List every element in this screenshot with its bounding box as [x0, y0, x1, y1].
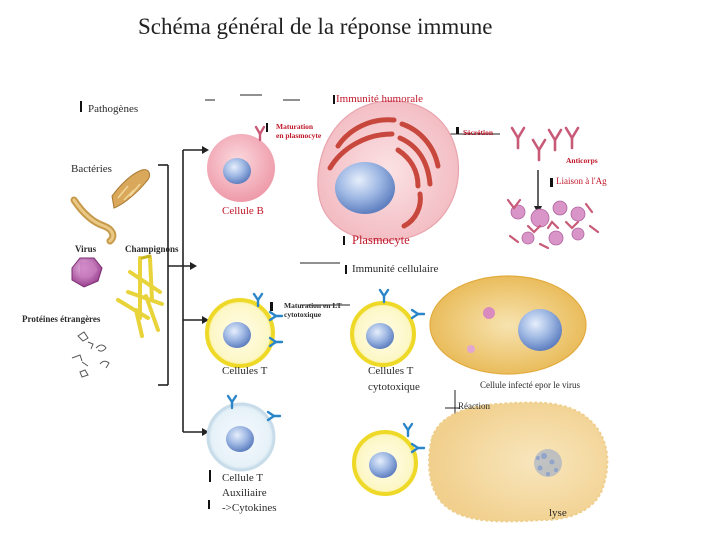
label-humoral-immunity: Immunité humorale — [336, 93, 424, 105]
label-b-cell: Cellule B — [222, 205, 264, 217]
t-cell-receptors — [252, 292, 284, 348]
label-helper-3: ->Cytokines — [222, 502, 277, 514]
label-reaction: Réaction — [458, 401, 490, 411]
label-t-cells: Cellules T — [222, 365, 268, 377]
plasmocyte — [317, 100, 460, 242]
cytotoxic-t-cell — [350, 301, 416, 367]
label-maturation-plasmocyte-1: Maturation — [276, 122, 314, 131]
t-cell — [205, 298, 275, 368]
b-cell — [207, 134, 275, 202]
label-antigen-binding: Liaison à l'Ag — [556, 176, 607, 186]
label-cytotoxic-2: cytotoxique — [368, 381, 420, 393]
b-cell-antibody — [254, 125, 266, 142]
label-fungi: Champignons — [125, 244, 179, 254]
cytotoxic-t-receptors — [378, 288, 426, 320]
label-foreign-proteins: Protéines étrangères — [22, 314, 101, 324]
label-markers — [80, 95, 553, 509]
label-maturation-plasmocyte-2: en plasmocyte — [276, 131, 322, 140]
label-infected-cell: Cellule infecté epor le virus — [480, 380, 580, 390]
cytotoxic-t-2-receptors — [402, 422, 426, 454]
diagram-title: Schéma général de la réponse immune — [138, 14, 493, 39]
label-plasmocyte: Plasmocyte — [352, 233, 410, 247]
label-cytotoxic-1: Cellules T — [368, 365, 414, 377]
bacteria-illustration — [70, 169, 150, 245]
antibodies-cluster — [510, 126, 580, 162]
label-antibodies: Anticorps — [566, 156, 598, 165]
label-helper-2: Auxiliaire — [222, 487, 267, 499]
helper-t-cell — [206, 402, 276, 472]
connector-lines — [158, 94, 539, 433]
fungi-illustration — [116, 254, 164, 338]
label-lysis: lyse — [549, 507, 567, 519]
antigen-complex — [506, 198, 600, 250]
label-maturation-lt-1: Maturation en LT — [284, 301, 342, 310]
label-bacteria: Bactéries — [71, 163, 112, 175]
label-cellular-immunity: Immunité cellulaire — [352, 263, 439, 275]
proteins-illustration — [71, 331, 110, 378]
virus-illustration — [71, 257, 103, 288]
helper-t-receptors — [226, 394, 282, 422]
label-helper-1: Cellule T — [222, 472, 264, 484]
cytotoxic-t-cell-2 — [352, 430, 418, 496]
label-virus: Virus — [75, 244, 97, 254]
label-secretion: Sécrétion — [463, 128, 493, 137]
lysed-cell — [428, 401, 609, 523]
label-maturation-lt-2: cytotoxique — [284, 310, 322, 319]
infected-cell — [429, 275, 587, 375]
label-pathogens: Pathogènes — [88, 103, 139, 115]
